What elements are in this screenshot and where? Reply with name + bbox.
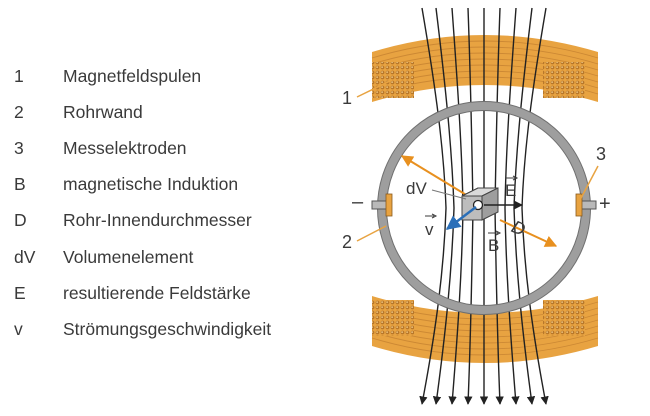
legend-label: Strömungsgeschwindigkeit: [63, 318, 272, 339]
legend-key: 3: [14, 137, 24, 158]
induction-label-group: B: [488, 230, 502, 255]
legend-label: Rohr-Innendurchmesser: [63, 210, 252, 231]
positive-sign: +: [599, 193, 611, 215]
induction-label: B: [488, 236, 499, 255]
callout-coil-label: 1: [342, 88, 352, 108]
negative-sign: –: [352, 191, 364, 213]
legend-key: B: [14, 174, 26, 195]
legend-row-v: v Strömungsgeschwindigkeit: [14, 311, 324, 347]
coil-leader-line: [356, 79, 393, 98]
diameter-label: D: [508, 216, 528, 240]
velocity-label: v: [425, 220, 434, 239]
volume-label: dV: [406, 179, 427, 198]
electrode-leader-line: [579, 165, 599, 201]
legend-label: magnetische Induktion: [63, 174, 239, 195]
volume-element: [461, 187, 499, 221]
legend-label: Messelektroden: [63, 137, 187, 158]
legend-key: dV: [14, 246, 36, 267]
electrode-left: [371, 193, 393, 217]
field-strength-label: E: [505, 181, 516, 200]
legend-key: E: [14, 282, 26, 303]
diameter-arrow: [400, 155, 558, 247]
flowmeter-diagram: 1 2 3 – + dV E B v D: [342, 7, 611, 405]
legend-label: Magnetfeldspulen: [63, 65, 202, 86]
legend-key: 2: [14, 101, 24, 122]
legend-key: D: [14, 210, 27, 231]
upper-coil: [371, 35, 599, 102]
legend: 1 Magnetfeldspulen 2 Rohrwand 3 Messelek…: [14, 58, 324, 348]
field-strength-label-group: E: [505, 175, 519, 200]
legend-row-dv: dV Volumenelement: [14, 239, 324, 275]
legend-row-1: 1 Magnetfeldspulen: [14, 58, 324, 94]
legend-key: 1: [14, 65, 24, 86]
legend-label: Volumenelement: [63, 246, 194, 267]
legend-row-3: 3 Messelektroden: [14, 130, 324, 166]
callout-electrode-label: 3: [596, 144, 606, 164]
wall-leader-line: [356, 225, 387, 242]
legend-row-e: E resultierende Feldstärke: [14, 275, 324, 311]
velocity-label-group: v: [425, 213, 438, 239]
callout-wall-label: 2: [342, 232, 352, 252]
legend-row-2: 2 Rohrwand: [14, 94, 324, 130]
volume-leader-line: [431, 189, 467, 200]
legend-label: resultierende Feldstärke: [63, 282, 251, 303]
velocity-arrow: [445, 206, 477, 230]
legend-row-d: D Rohr-Innendurchmesser: [14, 203, 324, 239]
electrode-right: [575, 193, 597, 217]
legend-row-b: B magnetische Induktion: [14, 167, 324, 203]
legend-key: v: [14, 318, 23, 339]
legend-label: Rohrwand: [63, 101, 143, 122]
